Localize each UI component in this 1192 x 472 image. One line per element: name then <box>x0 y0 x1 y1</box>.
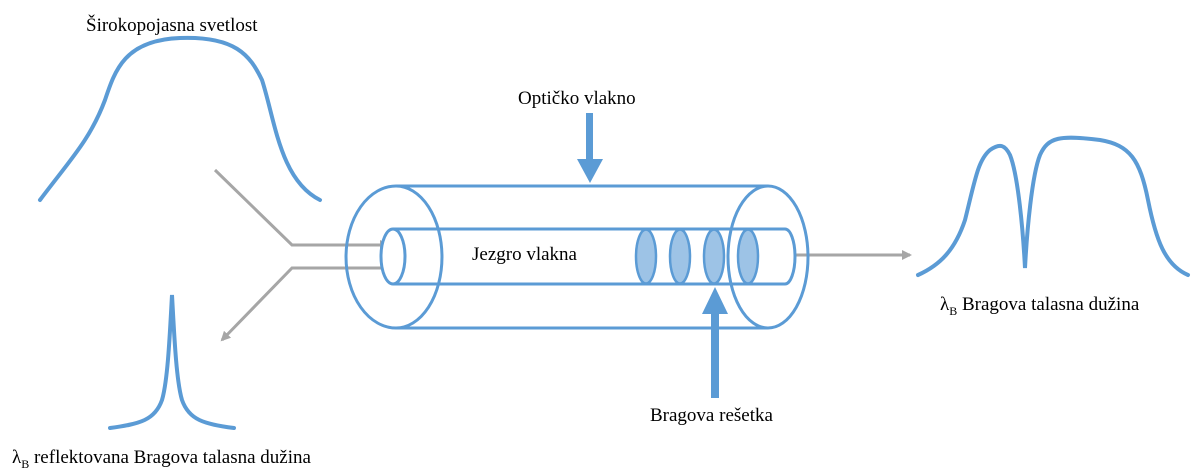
bragg-grating-pointer-arrow <box>702 287 728 398</box>
transmitted-wavelength-text: Bragova talasna dužina <box>961 294 1140 315</box>
reflected-wavelength-label: λB reflektovana Bragova talasna dužina <box>12 447 311 472</box>
lambda-subscript: B <box>949 303 958 318</box>
broadband-light-label: Širokopojasna svetlost <box>86 15 258 36</box>
optical-fiber-label: Optičko vlakno <box>518 88 636 109</box>
grating-disc <box>702 228 726 285</box>
lambda-subscript: B <box>21 456 30 471</box>
input-light-arrow <box>213 168 390 250</box>
transmitted-spectrum-curve <box>916 135 1190 277</box>
bragg-grating-discs <box>634 228 760 285</box>
lambda-symbol: λ <box>12 447 22 468</box>
reflected-wavelength-text: reflektovana Bragova talasna dužina <box>33 447 311 468</box>
optical-fiber-cladding <box>344 184 810 330</box>
broadband-spectrum-curve <box>38 35 322 202</box>
optical-fiber-pointer-arrow <box>577 113 603 183</box>
grating-disc <box>634 228 658 285</box>
grating-disc <box>668 228 692 285</box>
fiber-core-label: Jezgro vlakna <box>472 244 577 265</box>
lambda-symbol: λ <box>940 294 950 315</box>
transmitted-wavelength-label: λB Bragova talasna dužina <box>940 294 1139 319</box>
bragg-grating-label: Bragova rešetka <box>650 405 773 426</box>
reflected-spectrum-curve <box>108 294 236 430</box>
fiber-core <box>379 227 797 286</box>
reflected-light-arrow <box>220 266 385 342</box>
grating-disc <box>736 228 760 285</box>
